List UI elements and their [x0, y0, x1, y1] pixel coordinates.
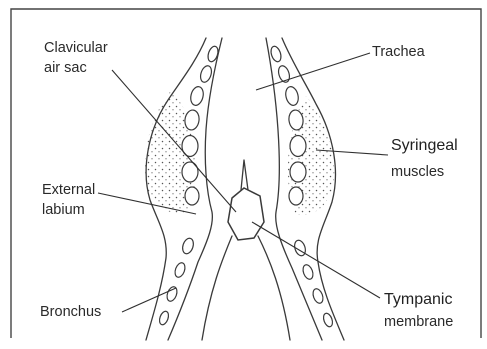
- left-ring: [158, 310, 170, 326]
- left-ring: [165, 285, 179, 302]
- left-tracheal-wall: [145, 38, 222, 340]
- right-ring: [284, 85, 300, 106]
- right-ring: [322, 312, 334, 328]
- label-external-labium-line2: labium: [42, 202, 85, 218]
- right-ring: [290, 162, 306, 182]
- label-tympanic-membrane-line2: membrane: [384, 314, 453, 330]
- left-ring: [206, 45, 220, 63]
- right-ring: [311, 287, 325, 304]
- right-ring: [301, 263, 315, 280]
- left-ring: [173, 261, 187, 278]
- right-ring: [290, 136, 306, 157]
- label-tympanic-membrane-line1: Tympanic: [384, 291, 452, 308]
- label-bronchus: Bronchus: [40, 304, 101, 320]
- label-trachea: Trachea: [372, 44, 426, 60]
- right-ring: [269, 45, 283, 63]
- pessulus-left-leg: [202, 236, 232, 340]
- pessulus: [202, 160, 290, 340]
- label-syringeal-muscles-line1: Syringeal: [391, 137, 458, 154]
- label-syringeal-muscles-line2: muscles: [391, 164, 444, 180]
- label-external-labium-line1: External: [42, 182, 95, 198]
- left-ring: [189, 85, 205, 106]
- left-ring: [185, 187, 199, 205]
- right-ring: [289, 187, 303, 205]
- left-ring: [199, 64, 214, 83]
- label-clavicular-air-sac-line2: air sac: [44, 60, 87, 76]
- leader-tympanic-membrane: [252, 222, 380, 298]
- pessulus-spike: [241, 160, 248, 190]
- left-ring: [181, 237, 195, 255]
- label-clavicular-air-sac-line1: Clavicular: [44, 40, 108, 56]
- tympanic-membrane-body: [228, 188, 264, 240]
